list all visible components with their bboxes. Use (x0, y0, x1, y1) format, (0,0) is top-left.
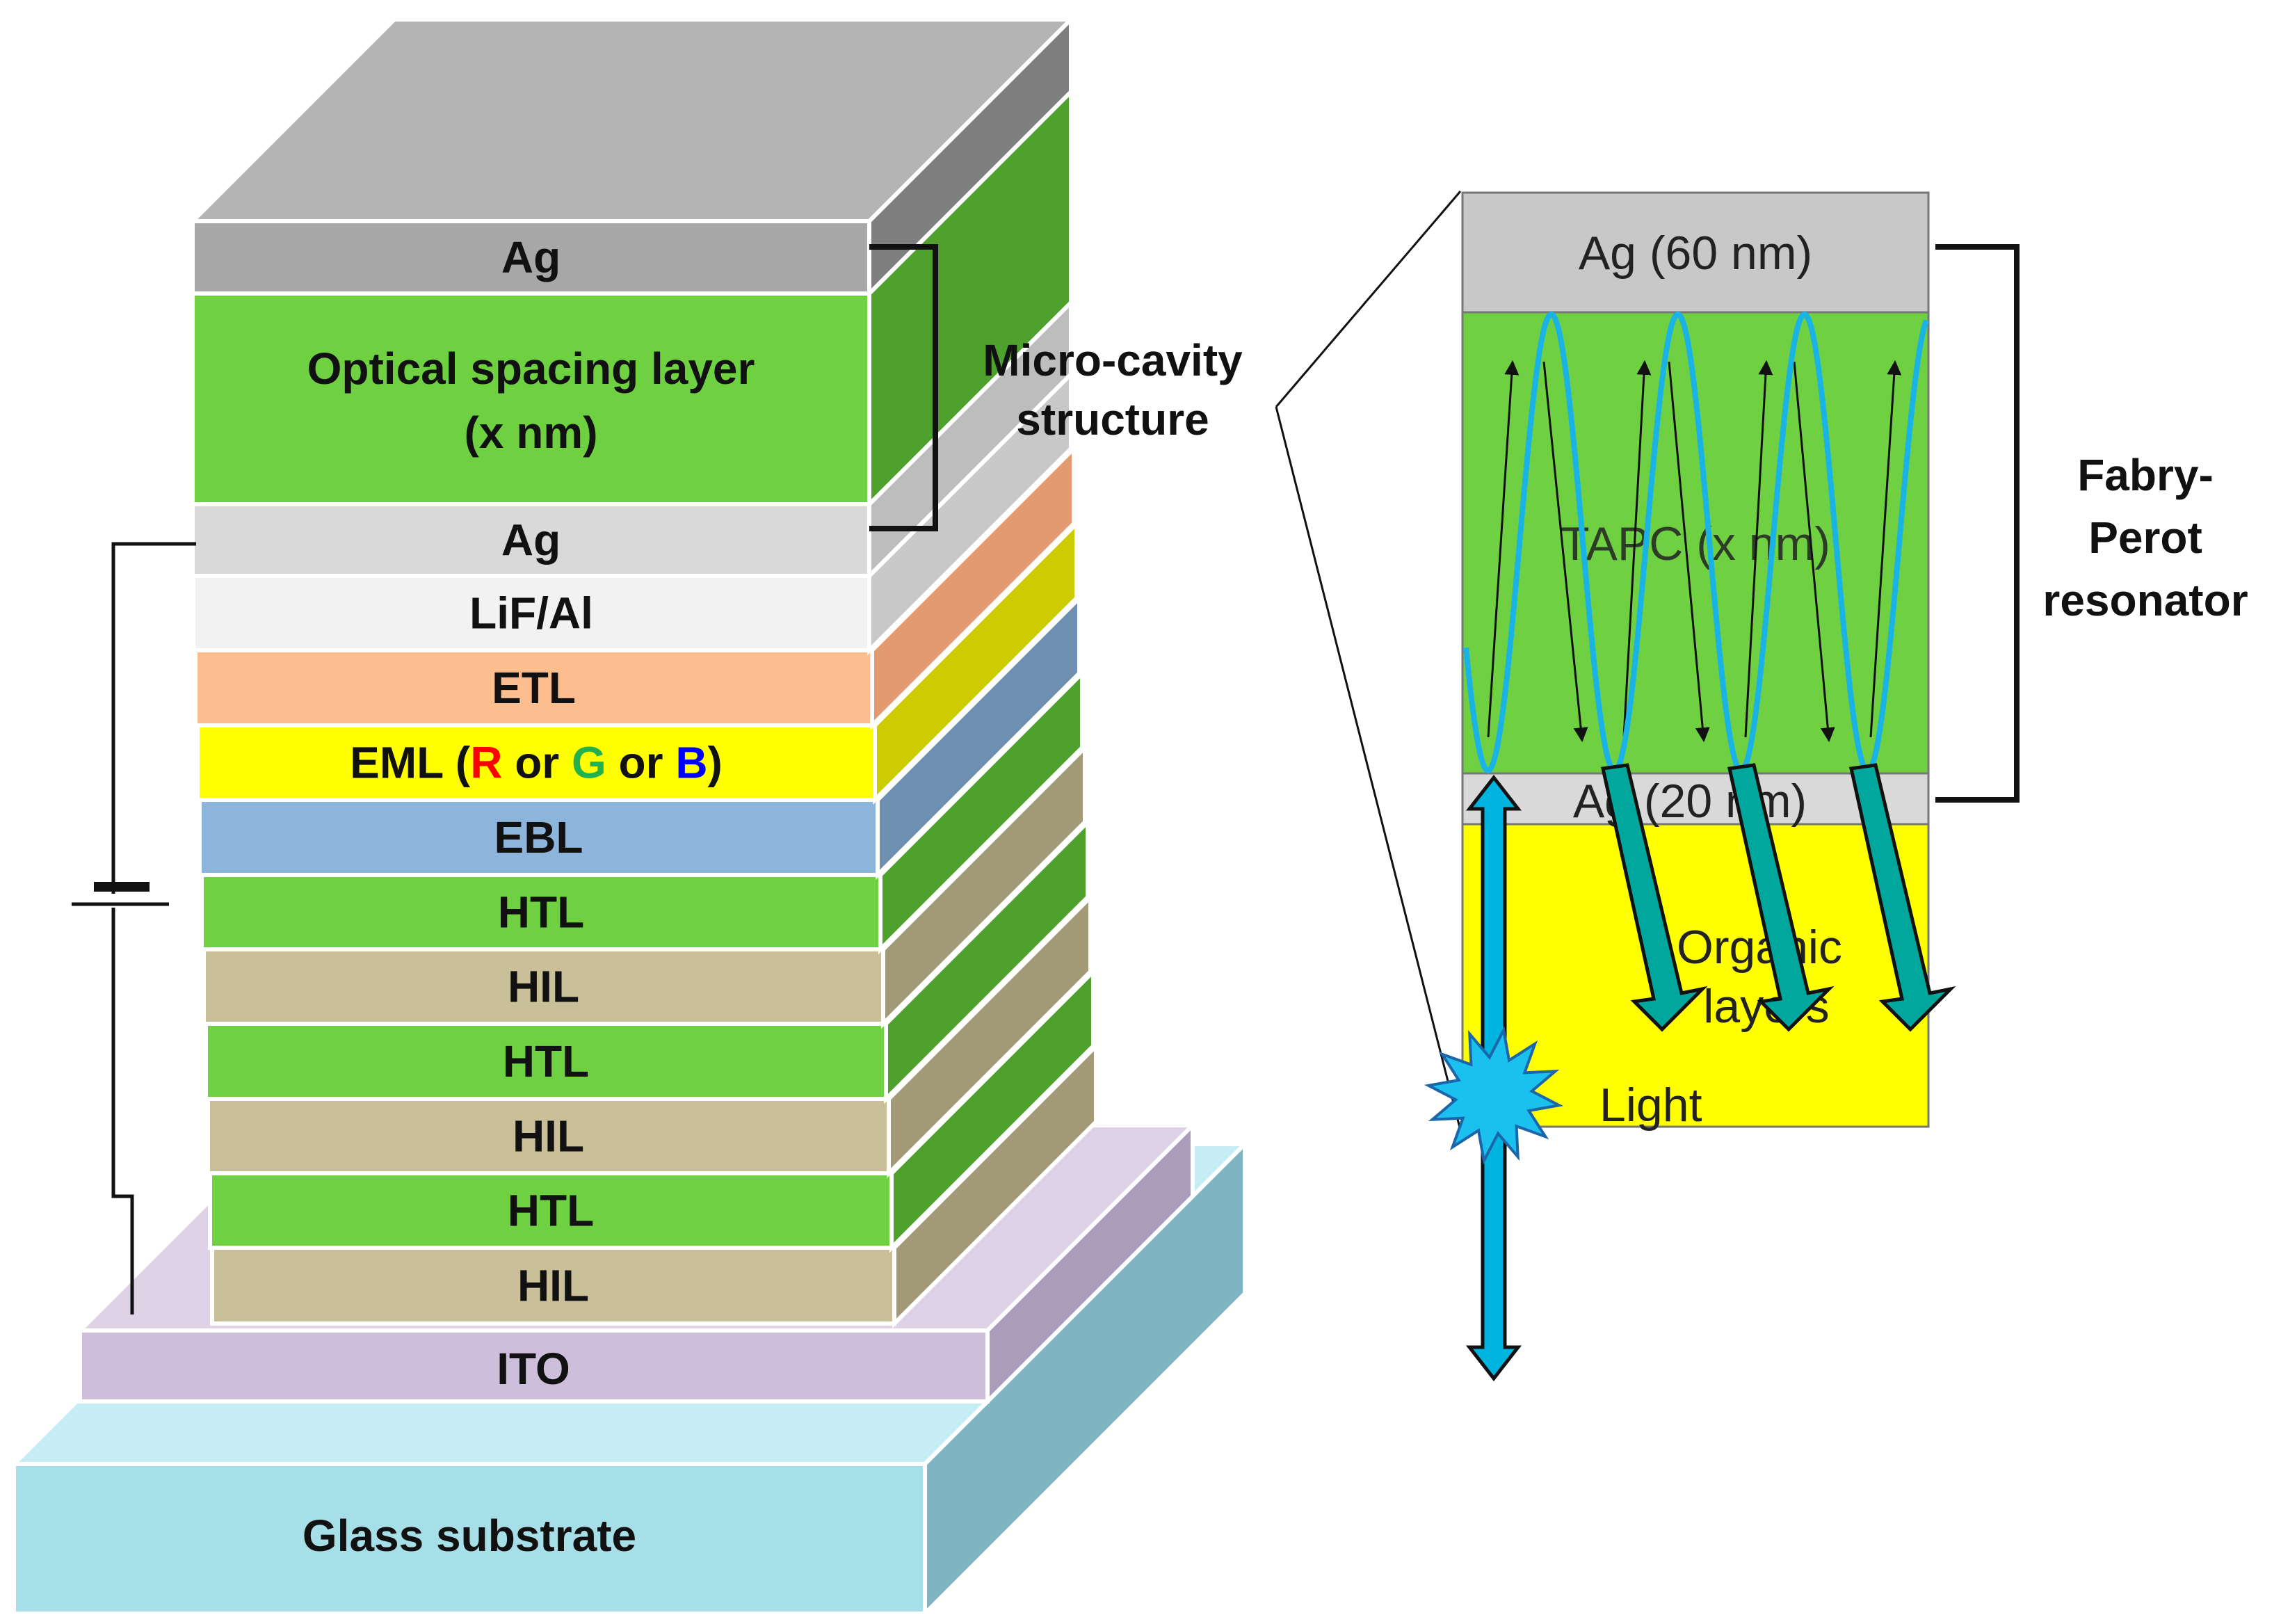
layer-label: EBL (494, 812, 583, 862)
fabry-perot-label-line1: Fabry- (2077, 450, 2214, 500)
light-burst-icon (1424, 1025, 1564, 1166)
ito-label: ITO (497, 1344, 570, 1394)
stack-layer: HTL (204, 817, 1090, 1104)
battery-negative-plate (94, 882, 150, 892)
fabry-perot-label-line3: resonator (2042, 575, 2248, 625)
eml-color-letter: R (470, 738, 502, 788)
stack-layer: HTL (208, 966, 1095, 1253)
layer-label: HIL (517, 1261, 589, 1311)
layer-front-face (198, 798, 880, 877)
ag-60nm-label: Ag (60 nm) (1579, 227, 1812, 280)
stack-layer: Ag (191, 14, 1073, 299)
layer-front-face (191, 291, 871, 506)
ito-front-face (78, 1328, 990, 1404)
fabry-perot-label-line2: Perot (2088, 513, 2202, 563)
zoom-line-top (1275, 191, 1462, 408)
layer-label: Ag (501, 515, 561, 565)
standing-wave (1463, 311, 1929, 774)
layer-front-face (206, 1097, 891, 1175)
micro-cavity-label-line1: Micro-cavity (983, 335, 1243, 385)
outcoupled-arrow (1600, 763, 1708, 1032)
layer-front-face (191, 219, 871, 296)
glass-front-face (12, 1462, 927, 1616)
reflection-arrow (1542, 361, 1588, 743)
battery-circuit (72, 542, 196, 1315)
micro-cavity-bracket (869, 244, 938, 531)
layer-front-face (208, 1171, 894, 1250)
layer-label: HTL (503, 1036, 589, 1086)
stack-layer: EBL (198, 593, 1081, 881)
layer-front-face (195, 723, 877, 802)
layer-group: HIL HTL HIL HTL HIL HTL EBL EML (R or G or B) ET… (191, 14, 1098, 1329)
stack-layer: EML (R or G or B) (195, 518, 1079, 805)
fabry-perot-panel: Ag (60 nm) TAPC (x nm) Organic layers Ag… (1275, 191, 2248, 1382)
eml-label: EML (R or G or B) (350, 738, 723, 788)
layer-label: HIL (508, 962, 579, 1012)
eml-text-part: ) (708, 738, 723, 788)
layer-label: LiF/Al (469, 588, 593, 638)
eml-text-part: or (606, 738, 676, 788)
micro-cavity-label-line2: structure (1016, 394, 1209, 444)
reflection-arrow (1793, 361, 1835, 743)
eml-color-letter: G (572, 738, 606, 788)
stack-layer: HIL (202, 742, 1087, 1029)
layer-label: ETL (492, 663, 576, 713)
reflection-arrow (1744, 360, 1773, 738)
outcoupled-arrow (1848, 763, 1956, 1032)
layer-label: HIL (513, 1111, 584, 1161)
layer-label: Ag (501, 232, 561, 282)
reflection-arrow (1869, 360, 1902, 738)
device-stack: Glass substrate ITO HIL HTL HIL HTL HIL HTL EB… (8, 14, 1250, 1619)
eml-text-part: EML ( (350, 738, 471, 788)
reflection-arrow (1622, 360, 1652, 738)
ag-60nm-layer (1461, 191, 1930, 314)
outcoupled-arrows (1600, 763, 1956, 1032)
circuit-wire (111, 542, 196, 1315)
reflection-arrow (1668, 361, 1710, 743)
cavity-reflections (1487, 360, 1902, 743)
layer-front-face (193, 648, 874, 727)
fabry-perot-bracket (1935, 244, 2020, 803)
tapc-label: TAPC (x nm) (1561, 517, 1830, 570)
stack-layer: LiF/Al (191, 369, 1073, 656)
glass-label: Glass substrate (303, 1511, 636, 1561)
layer-front-face (191, 574, 871, 652)
eml-text-part: or (502, 738, 572, 788)
zoom-line-bottom (1275, 406, 1462, 1131)
layer-label-line2: (x nm) (465, 408, 598, 458)
layer-front-face (210, 1246, 896, 1326)
outcoupled-arrow (1727, 763, 1835, 1032)
layer-front-face (204, 1022, 888, 1101)
reflection-arrow (1487, 360, 1520, 738)
layer-label: Optical spacing layer (307, 344, 755, 394)
light-label: Light (1599, 1079, 1702, 1132)
layer-label: HTL (498, 887, 584, 938)
ag-20nm-layer (1461, 772, 1930, 826)
stack-layer: HIL (206, 892, 1093, 1179)
eml-color-letter: B (675, 738, 707, 788)
organic-label-line1: Organic (1677, 921, 1842, 974)
layer-front-face (202, 947, 885, 1026)
layer-label: HTL (508, 1186, 594, 1236)
stack-layer: Optical spacing layer (x nm) (191, 86, 1073, 510)
stack-layer: HIL (210, 1040, 1098, 1329)
